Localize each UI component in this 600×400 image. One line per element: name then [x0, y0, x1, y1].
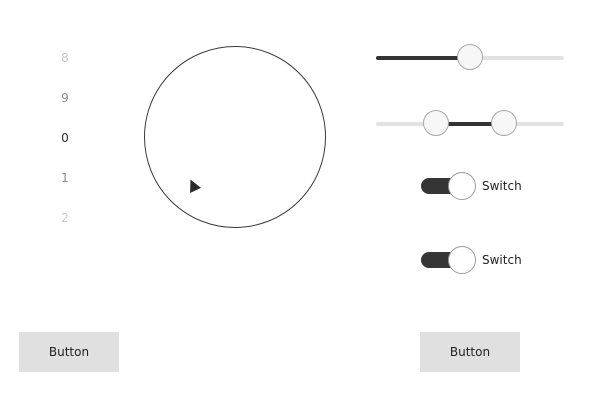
tumbler-item[interactable]: 2: [61, 211, 69, 225]
tumbler-item-selected[interactable]: 0: [61, 131, 69, 145]
range-slider[interactable]: [376, 110, 564, 138]
tumbler-item[interactable]: 8: [61, 51, 69, 65]
slider-handle[interactable]: [457, 44, 483, 70]
switch-knob[interactable]: [448, 246, 476, 274]
range-slider-fill: [435, 122, 504, 126]
left-button[interactable]: Button: [19, 332, 119, 372]
switch-label[interactable]: Switch: [482, 179, 522, 193]
tumbler-item[interactable]: 9: [61, 91, 69, 105]
right-button[interactable]: Button: [420, 332, 520, 372]
switch-label[interactable]: Switch: [482, 253, 522, 267]
switch-1[interactable]: Switch: [420, 172, 550, 200]
slider-fill: [376, 56, 470, 60]
dial[interactable]: [144, 46, 326, 228]
switch-knob[interactable]: [448, 172, 476, 200]
switch-2[interactable]: Switch: [420, 246, 550, 274]
tumbler-item[interactable]: 1: [61, 171, 69, 185]
number-tumbler[interactable]: 8 9 0 1 2: [40, 38, 90, 238]
range-slider-first-handle[interactable]: [422, 110, 449, 136]
range-slider-second-handle[interactable]: [491, 110, 518, 136]
slider[interactable]: [376, 44, 564, 72]
